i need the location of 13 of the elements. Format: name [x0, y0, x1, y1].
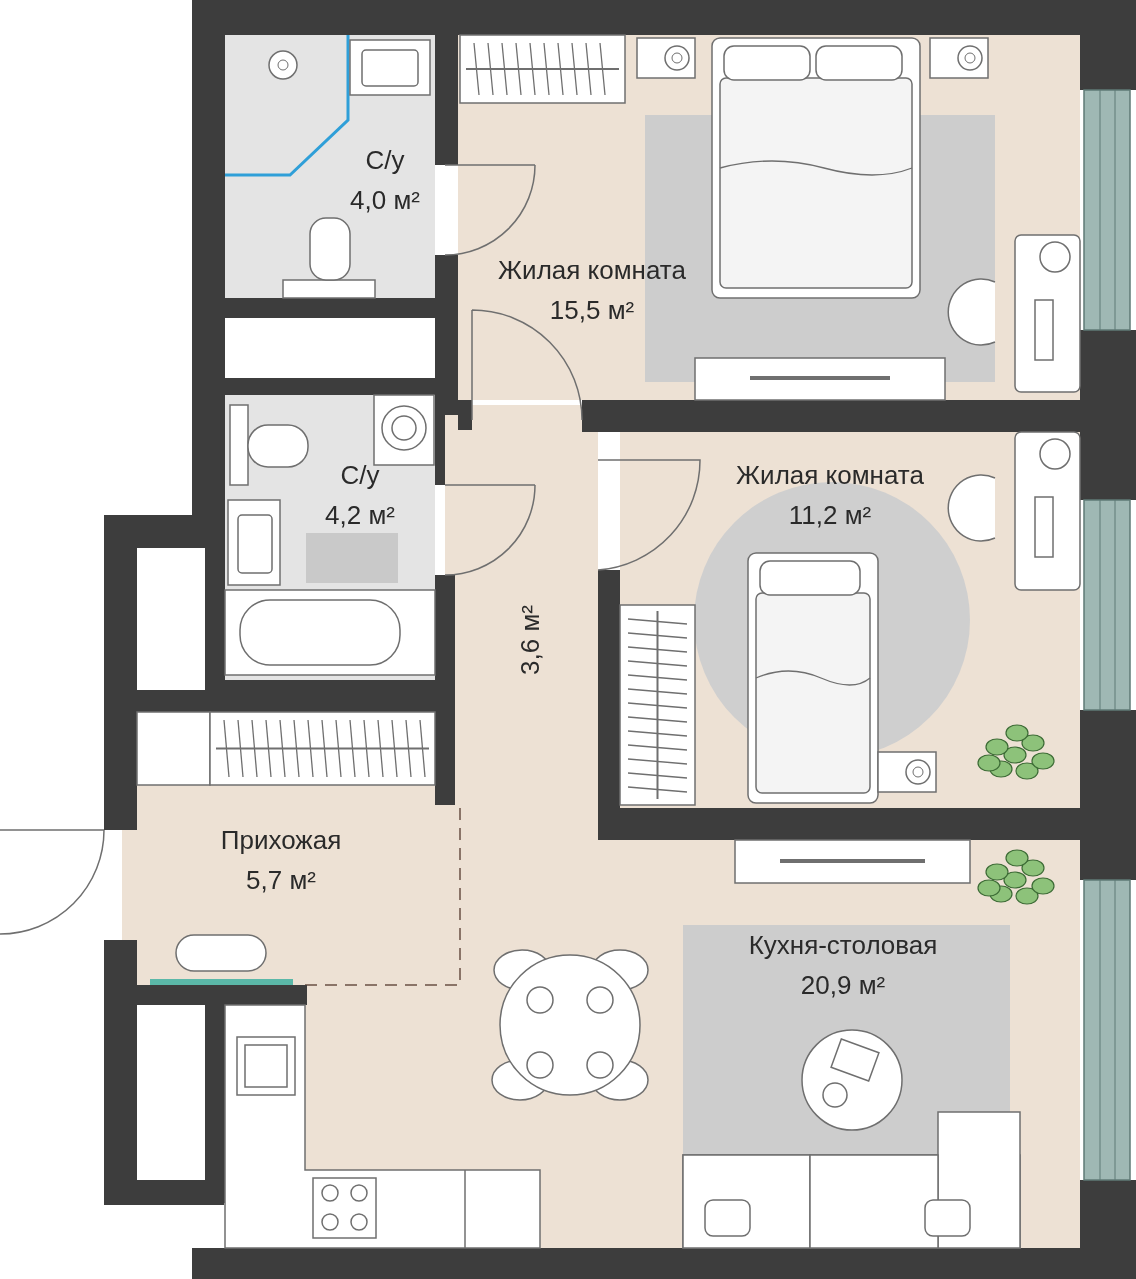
room-name: Прихожая: [220, 824, 342, 857]
room-area: 4,2 м²: [325, 495, 395, 535]
room-name: С/у: [339, 459, 381, 492]
room-name: Жилая комната: [498, 254, 686, 287]
room-name: С/у: [364, 144, 406, 177]
room-area: 5,7 м²: [220, 860, 342, 900]
room-name: Кухня-столовая: [748, 929, 938, 962]
room-name: Жилая комната: [736, 459, 924, 492]
room-area: 4,0 м²: [350, 180, 420, 220]
room-area: 11,2 м²: [736, 495, 924, 535]
room-area: 20,9 м²: [748, 965, 938, 1005]
room-area: 15,5 м²: [498, 290, 686, 330]
room-area: 3,6 м²: [510, 605, 550, 675]
